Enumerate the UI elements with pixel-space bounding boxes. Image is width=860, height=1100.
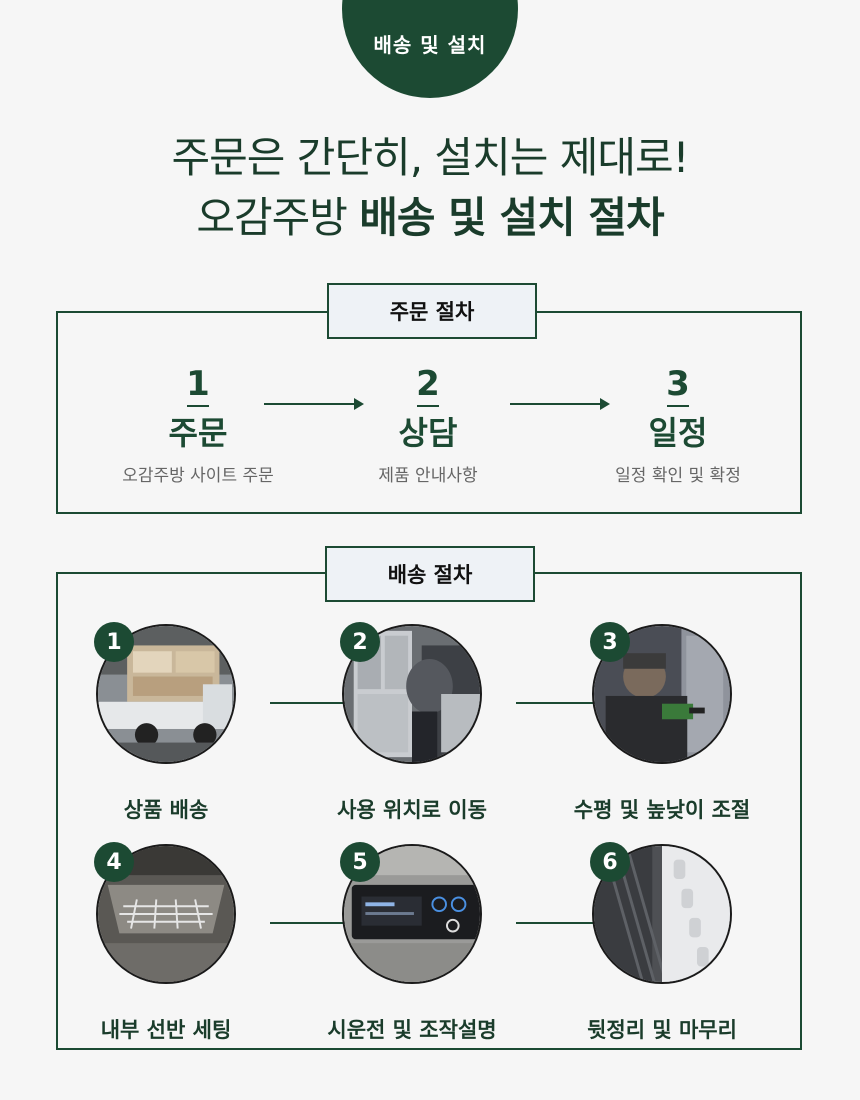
headline-emphasis: 배송 및 설치 절차 (359, 193, 664, 242)
shipping-step-caption: 상품 배송 (123, 798, 209, 822)
order-step-desc: 제품 안내사항 (378, 466, 478, 486)
shipping-process-label: 배송 절차 (325, 546, 535, 602)
order-step-number: 1 (186, 364, 210, 404)
order-process-label: 주문 절차 (327, 283, 537, 339)
shipping-step-caption: 뒷정리 및 마무리 (587, 1018, 737, 1042)
step-number-badge: 2 (340, 622, 380, 662)
order-step-title: 주문 (168, 414, 228, 452)
order-step-desc: 오감주방 사이트 주문 (122, 466, 274, 486)
headline-brand: 오감주방 (196, 193, 348, 242)
order-step-title: 일정 (648, 414, 708, 452)
step-number-badge: 5 (340, 842, 380, 882)
number-underline (187, 405, 209, 407)
order-step-3: 3 일정 일정 확인 및 확정 (568, 365, 788, 486)
order-step-title: 상담 (398, 414, 458, 452)
delivery-truck-photo (98, 626, 234, 762)
shipping-step-caption: 시운전 및 조작설명 (327, 1018, 497, 1042)
shipping-process-panel: 배송 절차 1 상품 배송 (56, 546, 802, 1050)
shipping-step-4: 4 내부 선반 세팅 (46, 842, 286, 1044)
arrow-right-icon (264, 398, 364, 410)
leveling-drill-icon (592, 624, 732, 764)
step-number-badge: 4 (94, 842, 134, 882)
delivery-truck-icon (96, 624, 236, 764)
shipping-step-caption: 수평 및 높낮이 조절 (573, 798, 751, 822)
headline-line-1: 주문은 간단히, 설치는 제대로! (171, 133, 690, 182)
headline-line-2: 오감주방 배송 및 설치 절차 (0, 188, 860, 248)
number-underline (417, 405, 439, 407)
control-panel-photo (344, 846, 480, 982)
leveling-drill-photo (594, 626, 730, 762)
control-panel-icon (342, 844, 482, 984)
shipping-step-2: 2 사용 위치로 이동 (292, 622, 532, 824)
shipping-step-6: 6 뒷정리 및 마무리 (542, 842, 782, 1044)
step-number-badge: 1 (94, 622, 134, 662)
moving-fridge-icon (342, 624, 482, 764)
section-tab: 배송 및 설치 (342, 0, 518, 98)
section-tab-label: 배송 및 설치 (373, 33, 487, 57)
order-process-panel: 주문 절차 1 주문 오감주방 사이트 주문 2 상담 제품 안내사항 3 일정… (56, 283, 802, 514)
arrow-right-icon (510, 398, 610, 410)
shipping-step-5: 5 시운전 및 조작설명 (292, 842, 532, 1044)
order-step-2: 2 상담 제품 안내사항 (318, 365, 538, 486)
page-headline: 주문은 간단히, 설치는 제대로! 오감주방 배송 및 설치 절차 (0, 128, 860, 248)
shipping-step-3: 3 수평 및 높낮이 조절 (542, 622, 782, 824)
order-step-1: 1 주문 오감주방 사이트 주문 (88, 365, 308, 486)
step-number-badge: 3 (590, 622, 630, 662)
step-number-badge: 6 (590, 842, 630, 882)
order-step-number: 3 (666, 364, 690, 404)
moving-fridge-photo (344, 626, 480, 762)
shipping-step-1: 1 상품 배송 (46, 622, 286, 824)
order-step-desc: 일정 확인 및 확정 (615, 466, 741, 486)
order-step-number: 2 (416, 364, 440, 404)
shipping-step-caption: 사용 위치로 이동 (337, 798, 487, 822)
shipping-step-caption: 내부 선반 세팅 (100, 1018, 232, 1042)
number-underline (667, 405, 689, 407)
